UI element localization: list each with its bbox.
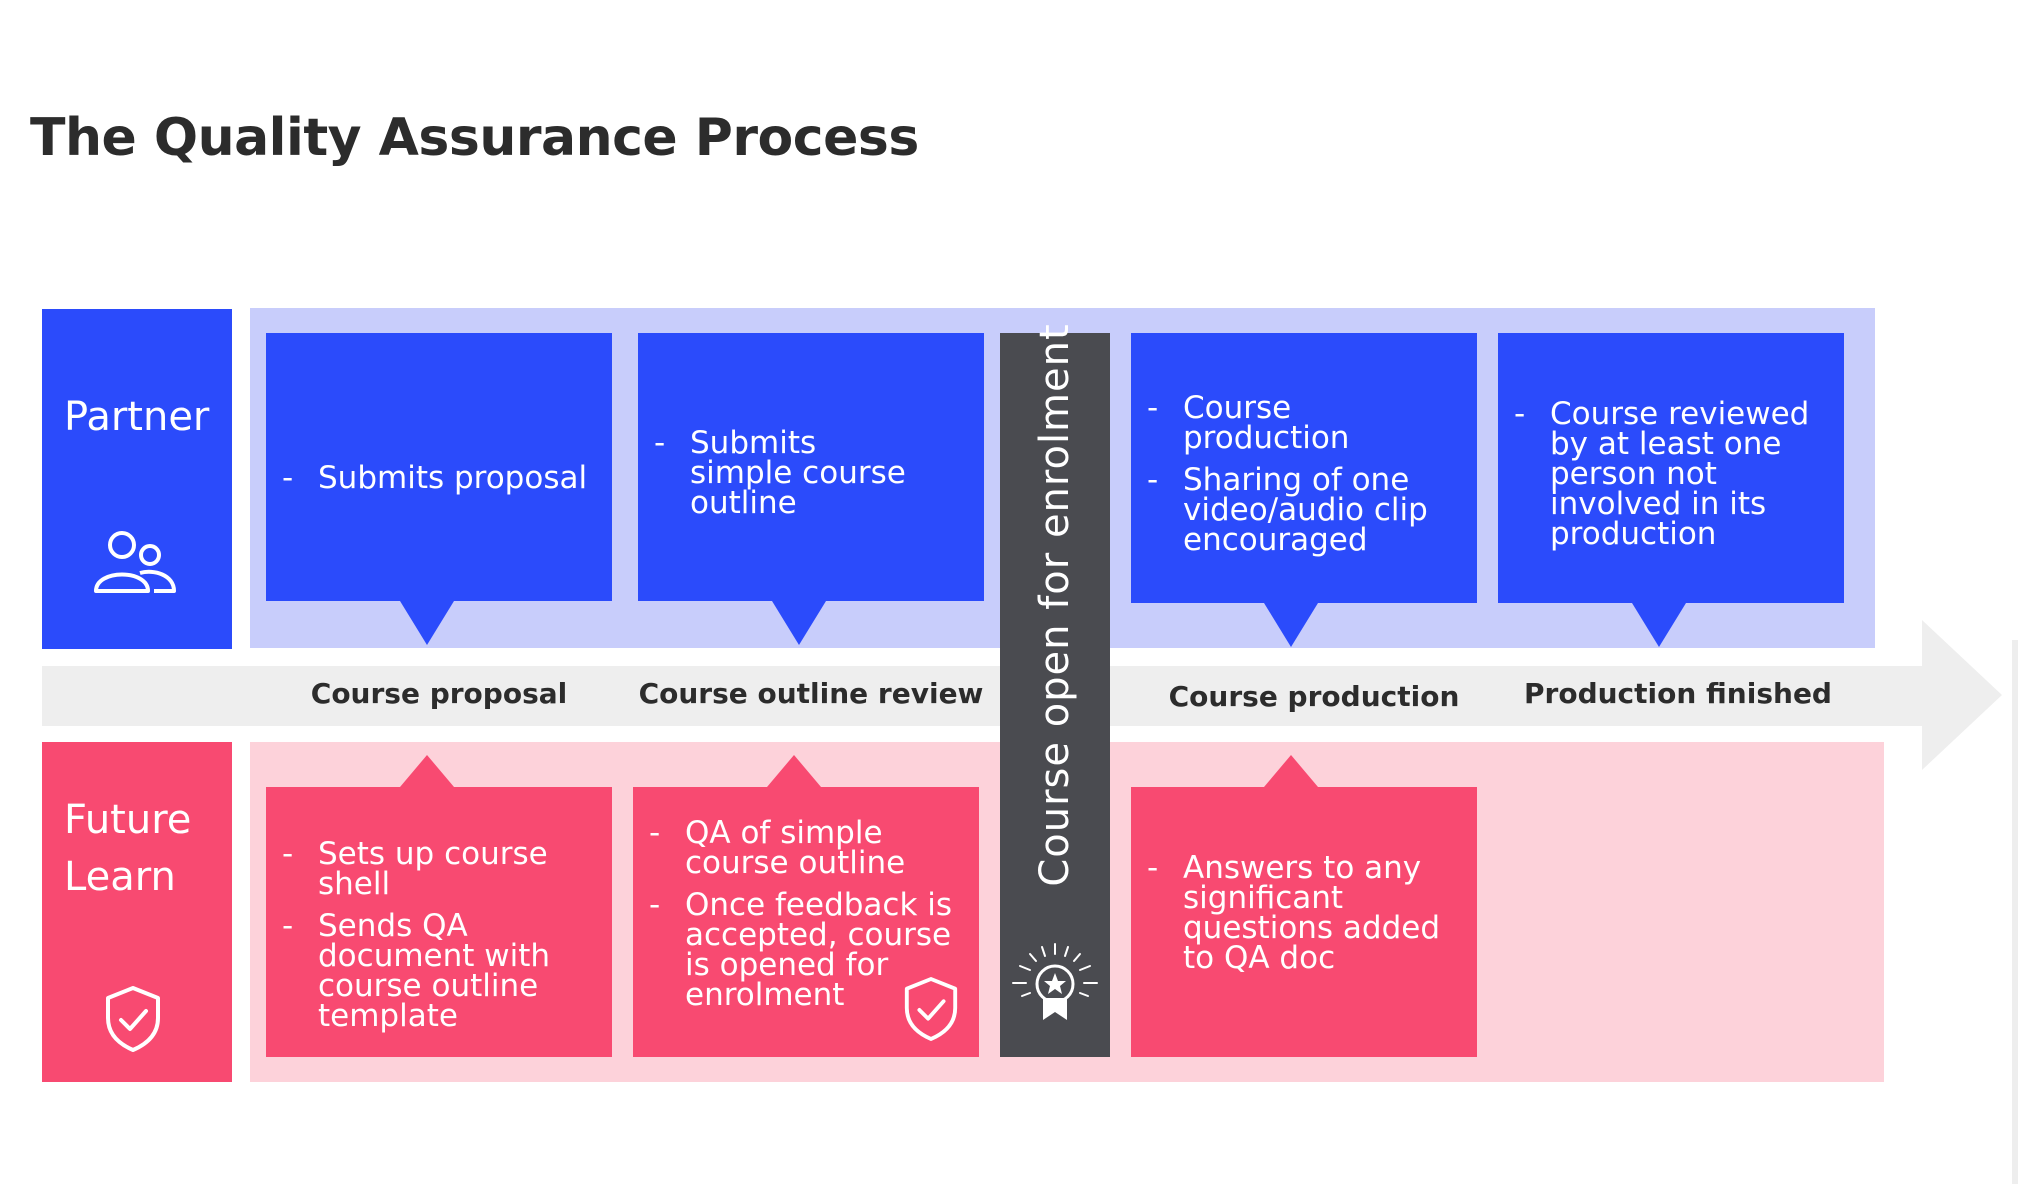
- futurelearn-card-shell: Sets up course shell Sends QA document w…: [266, 787, 612, 1057]
- card-item: Submits simple course outline: [654, 428, 924, 519]
- partner-card-proposal: Submits proposal: [266, 333, 612, 601]
- stage-label-course-production: Course production: [1168, 680, 1460, 713]
- card-item: Answers to any significant questions add…: [1147, 853, 1463, 974]
- futurelearn-card-pointer: [767, 755, 821, 787]
- people-icon: [94, 531, 176, 593]
- card-item: Sets up course shell: [282, 839, 572, 900]
- card-item: Course production: [1147, 393, 1463, 454]
- partner-card-pointer: [1264, 603, 1318, 647]
- futurelearn-label: Future Learn: [64, 797, 192, 900]
- card-item: Course reviewed by at least one person n…: [1514, 399, 1830, 550]
- futurelearn-card-pointer: [400, 755, 454, 787]
- partner-card-review: Course reviewed by at least one person n…: [1498, 333, 1844, 603]
- futurelearn-card-pointer: [1264, 755, 1318, 787]
- stage-label-course-proposal: Course proposal: [310, 677, 568, 710]
- card-item: Sends QA document with course outline te…: [282, 911, 572, 1032]
- partner-label-box: Partner: [42, 309, 232, 649]
- partner-card-pointer: [400, 601, 454, 645]
- partner-card-outline: Submits simple course outline: [638, 333, 984, 601]
- edge-divider: [2012, 640, 2018, 1184]
- futurelearn-card-answers: Answers to any significant questions add…: [1131, 787, 1477, 1057]
- card-item: Sharing of one video/audio clip encourag…: [1147, 465, 1463, 556]
- partner-card-production: Course production Sharing of one video/a…: [1131, 333, 1477, 603]
- futurelearn-label-box: Future Learn: [42, 742, 232, 1082]
- card-item: Submits proposal: [282, 463, 598, 494]
- stage-label-course-outline-review: Course outline review: [638, 677, 984, 710]
- partner-label: Partner: [64, 394, 210, 440]
- enrolment-bar: Course open for enrolment: [1000, 323, 1110, 1057]
- page-title: The Quality Assurance Process: [30, 108, 919, 168]
- card-item: Once feedback is accepted, course is ope…: [649, 890, 965, 1011]
- shield-check-icon: [106, 986, 160, 1052]
- stage-label-production-finished: Production finished: [1524, 677, 1832, 710]
- award-star-icon: [1012, 943, 1098, 1020]
- enrolment-label: Course open for enrolment: [1032, 323, 1078, 887]
- card-item: QA of simple course outline: [649, 818, 965, 879]
- partner-card-pointer: [772, 601, 826, 645]
- shield-check-icon: [904, 977, 958, 1041]
- partner-card-pointer: [1632, 603, 1686, 647]
- futurelearn-card-qa: QA of simple course outline Once feedbac…: [633, 787, 979, 1057]
